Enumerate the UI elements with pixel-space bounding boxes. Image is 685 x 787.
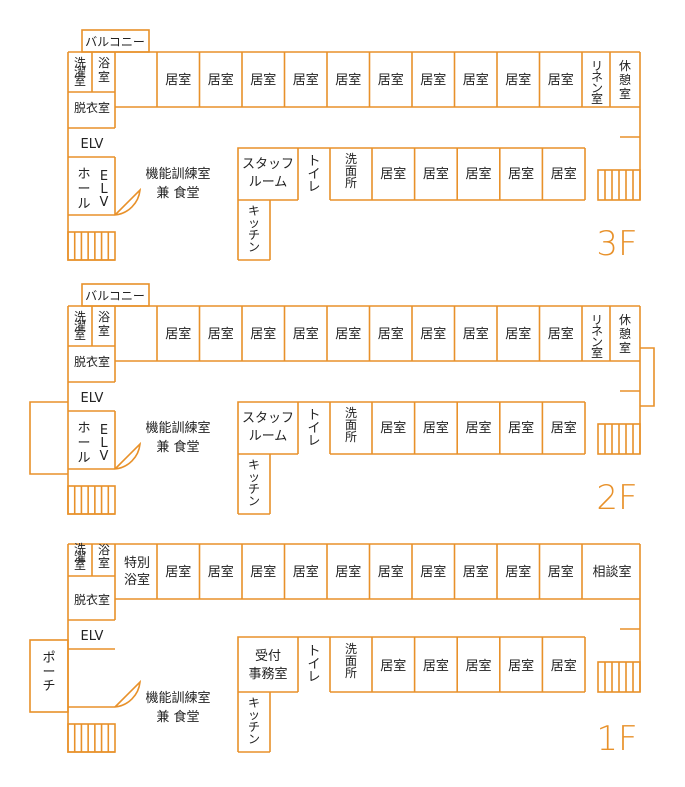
laundry-label: 洗濯室: [74, 542, 86, 572]
toilet-label: トイレ: [307, 408, 320, 449]
room-10-label: 居室: [548, 564, 574, 580]
bottom-room-3-label: 居室: [465, 420, 491, 436]
elv-label: ELV: [81, 391, 104, 406]
dining-room-label: 機能訓練室兼 食堂: [145, 690, 210, 725]
bottom-room-4-label: 居室: [508, 658, 534, 674]
bottom-room-2-label: 居室: [423, 420, 449, 436]
reception-office-label: 受付事務室: [248, 649, 287, 682]
elv-label: ELV: [81, 629, 104, 644]
floor-level-label: 1F: [596, 719, 637, 759]
staff-room-label: スタッフルーム: [242, 411, 294, 444]
special-bath-label: 特別浴室: [124, 556, 150, 588]
room-1-label: 居室: [165, 326, 191, 342]
rest-room-label: 休憩室: [619, 59, 631, 101]
room-7-label: 居室: [420, 326, 446, 342]
dining-room-label: 機能訓練室兼 食堂: [145, 166, 210, 201]
room-3-label: 居室: [250, 72, 276, 88]
hall-label: ホール: [77, 167, 90, 212]
hall-label: ホール: [77, 421, 90, 466]
consultation-room-label: 相談室: [592, 564, 631, 580]
bottom-room-3-label: 居室: [465, 658, 491, 674]
washroom-label: 洗面所: [345, 152, 357, 190]
bottom-room-1-label: 居室: [380, 166, 406, 182]
floor-1f: 洗濯室浴室脱衣室ELVポーチ機能訓練室兼 食堂特別浴室居室居室居室居室居室居室居…: [29, 542, 641, 759]
bath-label: 浴室: [98, 543, 110, 570]
bottom-room-2-label: 居室: [423, 658, 449, 674]
room-6-label: 居室: [378, 72, 404, 88]
room-7-label: 居室: [420, 564, 446, 580]
laundry-label: 洗濯室: [74, 56, 86, 88]
bottom-room-1-label: 居室: [380, 658, 406, 674]
bottom-room-5-label: 居室: [551, 166, 577, 182]
staff-room-label: スタッフルーム: [242, 157, 294, 190]
room-4-label: 居室: [293, 72, 319, 88]
laundry-label: 洗濯室: [74, 310, 86, 342]
room-8-label: 居室: [463, 72, 489, 88]
room-2-label: 居室: [208, 72, 234, 88]
room-1-label: 居室: [165, 564, 191, 580]
bath-label: 浴室: [98, 56, 110, 84]
room-5-label: 居室: [335, 326, 361, 342]
room-7-label: 居室: [420, 72, 446, 88]
bottom-room-3-label: 居室: [465, 166, 491, 182]
room-3-label: 居室: [250, 326, 276, 342]
dressing-room-label: 脱衣室: [74, 100, 110, 115]
bottom-room-2-label: 居室: [423, 166, 449, 182]
linen-room-label: リネン室: [591, 59, 603, 106]
room-9-label: 居室: [505, 564, 531, 580]
bottom-room-1-label: 居室: [380, 420, 406, 436]
room-8-label: 居室: [463, 564, 489, 580]
kitchen-label: キッチン: [248, 696, 260, 746]
room-1-label: 居室: [165, 72, 191, 88]
bottom-room-5-label: 居室: [551, 658, 577, 674]
bottom-room-5-label: 居室: [551, 420, 577, 436]
linen-room-label: リネン室: [591, 313, 603, 360]
floor-level-label: 3F: [596, 224, 637, 264]
room-6-label: 居室: [378, 564, 404, 580]
dressing-room-label: 脱衣室: [74, 354, 110, 369]
room-5-label: 居室: [335, 72, 361, 88]
room-9-label: 居室: [505, 326, 531, 342]
toilet-label: トイレ: [307, 154, 320, 195]
bath-label: 浴室: [98, 310, 110, 338]
balcony-label: バルコニー: [85, 35, 145, 49]
bottom-room-4-label: 居室: [508, 420, 534, 436]
washroom-label: 洗面所: [345, 406, 357, 444]
kitchen-label: キッチン: [248, 204, 260, 254]
toilet-label: トイレ: [307, 644, 320, 685]
room-6-label: 居室: [378, 326, 404, 342]
room-10-label: 居室: [548, 326, 574, 342]
dining-room-label: 機能訓練室兼 食堂: [145, 420, 210, 455]
dressing-room-label: 脱衣室: [74, 592, 110, 607]
washroom-label: 洗面所: [345, 642, 357, 680]
porch-label: ポーチ: [42, 651, 55, 694]
room-5-label: 居室: [335, 564, 361, 580]
bottom-room-4-label: 居室: [508, 166, 534, 182]
room-4-label: 居室: [293, 564, 319, 580]
room-4-label: 居室: [293, 326, 319, 342]
room-2-label: 居室: [208, 564, 234, 580]
rest-room-label: 休憩室: [619, 313, 631, 355]
room-10-label: 居室: [548, 72, 574, 88]
room-8-label: 居室: [463, 326, 489, 342]
room-9-label: 居室: [505, 72, 531, 88]
balcony-label: バルコニー: [85, 289, 145, 303]
kitchen-label: キッチン: [248, 458, 260, 508]
floor-level-label: 2F: [596, 478, 637, 518]
room-3-label: 居室: [250, 564, 276, 580]
elv-label: ELV: [81, 137, 104, 152]
room-2-label: 居室: [208, 326, 234, 342]
